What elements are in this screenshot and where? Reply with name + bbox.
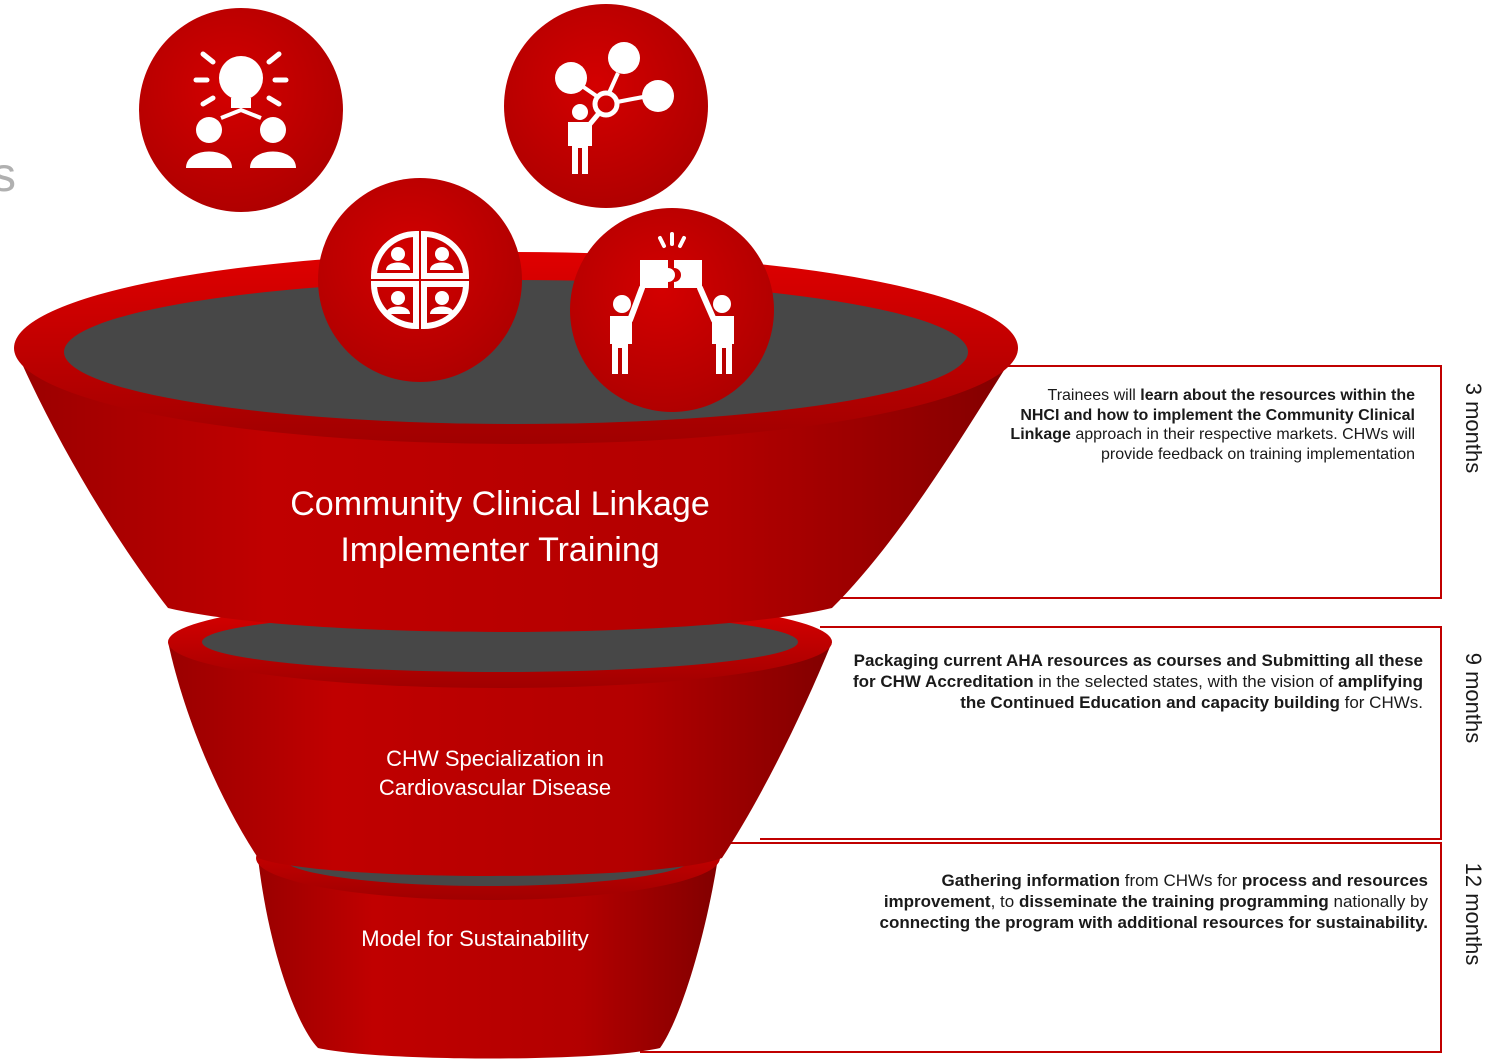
desc-segment: nationally by (1328, 892, 1428, 911)
stage-title-line: CHW Specialization in (386, 746, 604, 771)
duration-label-stage-1: 3 months (1461, 382, 1486, 474)
stage-title-model-for-sustainability: Model for Sustainability (300, 925, 650, 954)
callout-box-3 (640, 842, 1442, 1053)
stage-title-community-clinical-linkage: Community Clinical Linkage Implementer T… (210, 482, 790, 574)
desc-segment: approach in their respective markets. CH… (1070, 426, 1415, 463)
stage-title-chw-specialization: CHW Specialization in Cardiovascular Dis… (300, 745, 690, 802)
desc-segment-bold: amplifying the Continued Education and c… (960, 672, 1423, 712)
desc-segment: for CHWs. (1339, 693, 1423, 712)
edge-glyph: s (0, 149, 16, 202)
idea-collaboration-icon (139, 8, 343, 212)
desc-segment-bold: connecting the program with additional r… (879, 913, 1429, 932)
stage-title-line: Implementer Training (340, 530, 660, 569)
desc-segment-bold: Packaging current AHA resources as cours… (852, 651, 1423, 691)
desc-segment-bold: Gathering information (941, 871, 1121, 890)
desc-segment-bold: disseminate the training programming (1018, 892, 1329, 911)
desc-segment: from CHWs for (1120, 871, 1242, 890)
network-people-icon (504, 4, 708, 208)
desc-segment-bold: process and resources improvement (883, 871, 1428, 911)
callout-box-1 (790, 365, 1442, 599)
funnel-tier-2 (168, 596, 832, 876)
desc-segment: Trainees will (1047, 387, 1141, 404)
funnel-tier-1 (14, 252, 1018, 632)
puzzle-partnership-icon (570, 208, 774, 412)
duration-label-stage-3: 12 months (1461, 862, 1486, 966)
desc-segment: , to (990, 892, 1019, 911)
duration-label-stage-2: 9 months (1461, 652, 1486, 744)
stage-description-2: Packaging current AHA resources as cours… (848, 650, 1423, 713)
stage-title-line: Cardiovascular Disease (378, 774, 612, 800)
callout-box-2 (760, 626, 1442, 840)
stage-title-line: Community Clinical Linkage (290, 485, 710, 523)
team-group-icon (318, 178, 522, 382)
stage-description-3: Gathering information from CHWs for proc… (840, 870, 1429, 933)
stage-description-1: Trainees will learn about the resources … (1010, 386, 1415, 464)
desc-segment-bold: learn about the resources within the NHC… (1010, 387, 1415, 443)
stage-title-line: Model for Sustainability (361, 926, 589, 951)
callout-boxes (640, 365, 1442, 1053)
desc-segment: in the selected states, with the vision … (1033, 672, 1338, 691)
